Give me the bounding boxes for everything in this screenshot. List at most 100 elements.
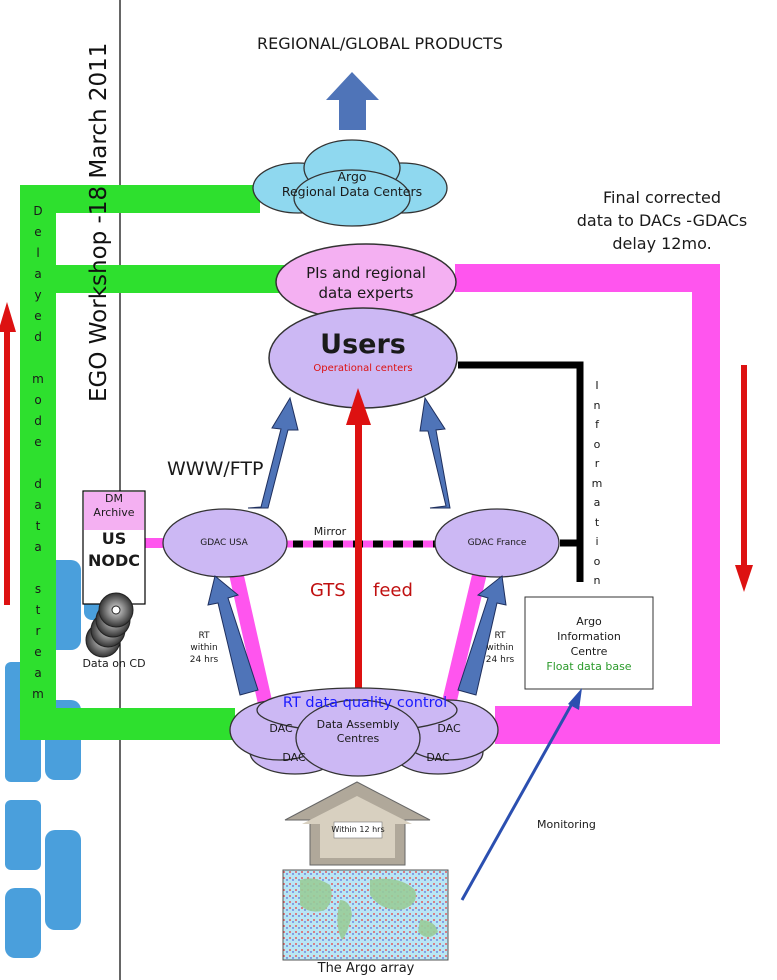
delayed-mode-letter: l: [36, 246, 40, 260]
information-letter: o: [593, 437, 601, 451]
dac-center-line1: Data Assembly: [316, 718, 400, 731]
top-products-label: REGIONAL/GLOBAL PRODUCTS: [257, 34, 503, 53]
delayed-mode-letter: t: [35, 603, 41, 617]
rt-left-line1: RT: [198, 631, 210, 641]
rt-diagonals: [226, 558, 490, 722]
dac-center-label: Data Assembly Centres: [317, 718, 400, 746]
delayed-mode-letter: a: [34, 666, 42, 680]
information-line: [458, 361, 584, 582]
delayed-mode-letter: a: [34, 540, 42, 554]
dm-archive-line1: DM: [105, 492, 123, 505]
dm-archive-line3: US: [101, 529, 127, 548]
pis-line2: data experts: [318, 284, 414, 302]
rt-quality-label: RT data quality control: [282, 695, 448, 711]
pis-label: PIs and regional data experts: [306, 263, 426, 303]
us-nodc-label: US NODC: [88, 528, 140, 572]
delayed-mode-letter: [36, 558, 40, 579]
feed-label: feed: [373, 580, 413, 601]
gdac-usa-label: GDAC USA: [200, 538, 248, 548]
delayed-mode-letter: o: [34, 393, 42, 407]
gts-arrow: [346, 388, 371, 712]
final-corrected-line3: delay 12mo.: [612, 234, 712, 253]
dm-archive-header: [84, 492, 144, 530]
information-letter: a: [593, 496, 601, 509]
delayed-mode-letter: [36, 453, 40, 474]
data-on-cd-label: Data on CD: [82, 657, 146, 670]
dm-archive-label: DM Archive: [93, 492, 134, 520]
delayed-mode-letter: e: [34, 645, 42, 659]
argo-array-label: The Argo array: [317, 961, 415, 976]
regional-centers-line2: Regional Data Centers: [281, 184, 423, 199]
dac-center-line2: Centres: [336, 732, 380, 745]
users-subtitle: Operational centers: [313, 363, 413, 374]
rt-right-line3: 24 hrs: [485, 655, 515, 665]
delayed-mode-letter: d: [34, 477, 42, 491]
delayed-mode-letter: a: [34, 267, 42, 281]
information-letter: n: [593, 398, 601, 412]
information-letter: n: [593, 574, 601, 587]
delayed-mode-letter: D: [33, 204, 43, 218]
dac-cluster: [229, 687, 499, 777]
information-letter: t: [594, 515, 600, 529]
argo-array-map: [282, 869, 449, 961]
information-letter: f: [595, 418, 599, 431]
information-letter: r: [594, 457, 600, 470]
pis-line1: PIs and regional: [306, 264, 426, 282]
aic-box: [524, 596, 654, 690]
users-title: Users: [320, 329, 406, 360]
within-12-label: Within 12 hrs: [331, 825, 385, 834]
regional-centers-label: Argo Regional Data Centers: [282, 169, 422, 199]
regional-centers-line1: Argo: [337, 169, 367, 184]
rt-right-line2: within: [486, 643, 514, 653]
rt-left-line3: 24 hrs: [189, 655, 219, 665]
rt-within-right: RT within 24 hrs: [486, 630, 514, 666]
dac-label-left: DAC: [269, 722, 293, 735]
www-arrows: [247, 396, 451, 509]
rt-arrows: [207, 575, 507, 696]
cd-stack: [85, 592, 134, 658]
information-letter: m: [591, 476, 603, 490]
information-letter: I: [595, 379, 599, 392]
within-12-arrow: [284, 781, 431, 866]
delayed-mode-letter: a: [34, 498, 42, 512]
corrected-data-path: [455, 264, 720, 744]
rt-within-left: RT within 24 hrs: [190, 630, 218, 666]
right-red-arrow: [735, 365, 753, 592]
dac-label-bottom-left: DAC: [282, 751, 306, 764]
delayed-mode-letter: t: [35, 519, 41, 533]
left-red-arrow: [0, 302, 16, 605]
delayed-mode-letter: d: [34, 414, 42, 428]
dm-archive-line4: NODC: [87, 551, 141, 570]
aic-line1: Argo: [576, 615, 602, 628]
regional-data-centers: [252, 139, 448, 227]
gts-label: GTS: [310, 580, 346, 601]
delayed-mode-letter: e: [34, 309, 42, 323]
dac-label-bottom-right: DAC: [426, 751, 450, 764]
dac-label-right: DAC: [437, 722, 461, 735]
delayed-mode-letter: [36, 348, 40, 369]
delayed-mode-frame: [20, 185, 285, 740]
products-arrow: [326, 72, 379, 130]
information-letter: i: [595, 535, 599, 548]
delayed-mode-letter: e: [34, 225, 42, 239]
www-ftp-label: WWW/FTP: [167, 458, 264, 480]
side-caption: EGO Workshop -18 March 2011: [86, 42, 112, 402]
final-corrected-label: Final corrected data to DACs -GDACs dela…: [577, 186, 748, 255]
final-corrected-line2: data to DACs -GDACs: [576, 211, 748, 230]
monitoring-label: Monitoring: [537, 818, 596, 831]
aic-label: Argo Information Centre Float data base: [546, 614, 631, 674]
final-corrected-line1: Final corrected: [603, 188, 721, 207]
information-letter: o: [593, 554, 601, 568]
archive-link: [140, 538, 168, 548]
aic-line3: Centre: [570, 645, 608, 658]
aic-line2: Information: [557, 630, 621, 643]
gdac-france-ellipse: [434, 508, 560, 578]
delayed-mode-letter: r: [35, 624, 41, 638]
rt-left-line2: within: [190, 643, 218, 653]
delayed-mode-letter: m: [32, 372, 44, 386]
dm-archive-line2: Archive: [93, 506, 135, 519]
